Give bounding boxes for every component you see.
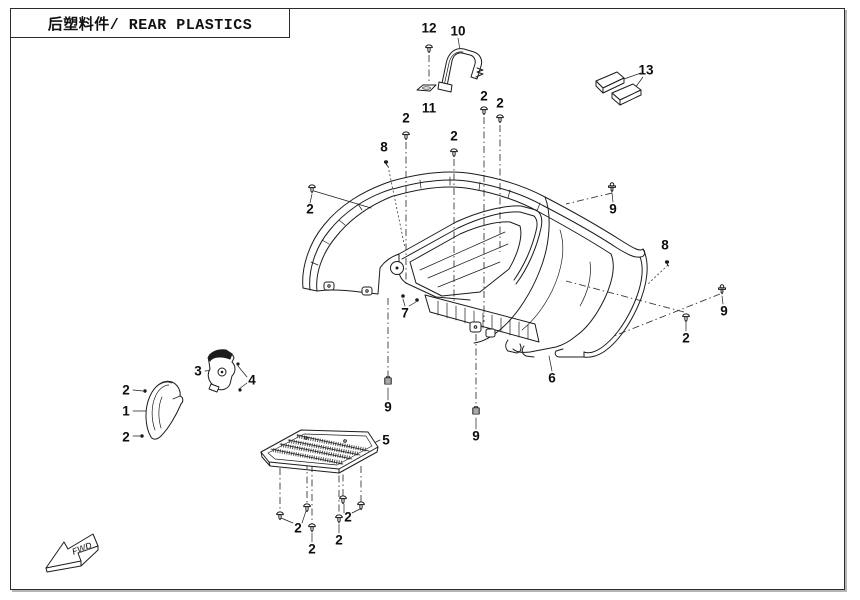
- callout-2: 2: [496, 95, 504, 111]
- callout-2: 2: [682, 330, 690, 346]
- rivet-8: [664, 259, 670, 267]
- part-10-bracket: [437, 48, 484, 93]
- callout-2: 2: [122, 429, 130, 445]
- callout-1: 1: [122, 403, 130, 419]
- callout-2: 2: [335, 532, 343, 548]
- screw-7: [415, 298, 419, 302]
- callout-9: 9: [720, 303, 728, 319]
- callout-8: 8: [380, 139, 388, 155]
- callout-9: 9: [472, 428, 480, 444]
- page-border: [10, 8, 845, 590]
- title-block: 后塑料件/ REAR PLASTICS: [10, 8, 290, 38]
- screw-2: [357, 501, 365, 511]
- callout-7: 7: [401, 305, 409, 321]
- callout-2: 2: [402, 110, 410, 126]
- callout-10: 10: [450, 23, 466, 39]
- leader-lines: [132, 37, 724, 543]
- part-1-cover: [140, 380, 184, 440]
- screw-12: [425, 44, 433, 54]
- clip-9: [384, 376, 392, 385]
- main-body-assembly: [302, 171, 648, 358]
- callout-8: 8: [661, 237, 669, 253]
- callout-11: 11: [421, 100, 437, 116]
- callout-2: 2: [308, 541, 316, 557]
- bolt-9: [718, 284, 726, 295]
- screw-2: [682, 313, 690, 323]
- callout-2: 2: [480, 88, 488, 104]
- part-5-grille: [260, 429, 379, 474]
- clip-9: [472, 406, 480, 415]
- part-3-bracket: [207, 349, 242, 393]
- fasteners: [276, 44, 726, 533]
- bolt-9: [608, 182, 616, 193]
- callout-2: 2: [344, 509, 352, 525]
- screw-2: [480, 106, 488, 116]
- callout-9: 9: [609, 201, 617, 217]
- fwd-arrow: FWD: [45, 533, 99, 573]
- page-title: 后塑料件/ REAR PLASTICS: [47, 16, 253, 34]
- part-11-washer: [416, 84, 437, 92]
- callout-2: 2: [450, 128, 458, 144]
- part-13-pads: [595, 71, 642, 106]
- callout-13: 13: [638, 62, 654, 78]
- callout-4: 4: [248, 372, 256, 388]
- callout-2: 2: [306, 201, 314, 217]
- callout-2: 2: [122, 382, 130, 398]
- screw-2: [303, 503, 311, 513]
- screw-7: [401, 294, 405, 298]
- screw-2: [308, 523, 316, 533]
- screw-2: [335, 514, 343, 524]
- screw-2: [402, 131, 410, 141]
- callout-5: 5: [382, 432, 390, 448]
- screw-2: [450, 148, 458, 158]
- callout-6: 6: [548, 370, 556, 386]
- callout-12: 12: [421, 20, 437, 36]
- callout-9: 9: [384, 399, 392, 415]
- callout-2: 2: [294, 520, 302, 536]
- screw-2: [339, 495, 347, 505]
- rivet-8: [383, 159, 389, 167]
- fwd-label: FWD: [71, 540, 94, 557]
- screw-2: [496, 114, 504, 124]
- callout-3: 3: [194, 363, 202, 379]
